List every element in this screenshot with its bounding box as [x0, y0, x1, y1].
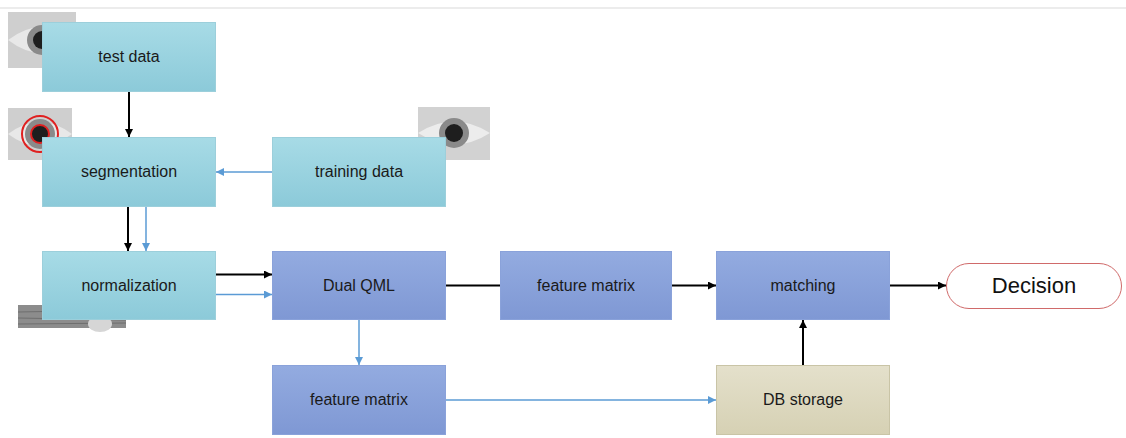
node-label: segmentation	[81, 163, 177, 181]
flow-arrow	[446, 399, 716, 401]
node-label: training data	[315, 163, 403, 181]
input-box: training data	[272, 137, 446, 207]
flow-arrow	[672, 285, 716, 287]
flow-arrow	[127, 207, 129, 251]
node-label: feature matrix	[310, 391, 408, 409]
flow-arrow	[145, 207, 147, 251]
node-label: normalization	[81, 277, 176, 295]
node-label: feature matrix	[537, 277, 635, 295]
node-label: test data	[98, 48, 159, 66]
data-box: feature matrix	[272, 365, 446, 435]
node-label: Decision	[992, 273, 1076, 299]
flow-arrow	[802, 320, 804, 365]
data-box: feature matrix	[500, 251, 672, 320]
process-box: Dual QML	[272, 251, 446, 320]
process-box: segmentation	[42, 137, 216, 207]
flow-arrow	[890, 285, 946, 287]
process-box: matching	[716, 251, 890, 320]
terminal-pill: Decision	[946, 263, 1122, 309]
flow-arrow	[216, 274, 272, 276]
node-label: DB storage	[763, 391, 843, 409]
flow-arrow	[358, 320, 360, 365]
node-label: Dual QML	[323, 277, 395, 295]
storage-box: DB storage	[716, 365, 890, 435]
flow-arrow	[216, 171, 272, 173]
flow-arrow	[128, 92, 130, 137]
flow-arrow	[446, 285, 500, 287]
process-box: normalization	[42, 251, 216, 320]
node-label: matching	[771, 277, 836, 295]
flow-arrow	[216, 294, 272, 296]
top-rule	[0, 8, 1126, 9]
input-box: test data	[42, 22, 216, 92]
